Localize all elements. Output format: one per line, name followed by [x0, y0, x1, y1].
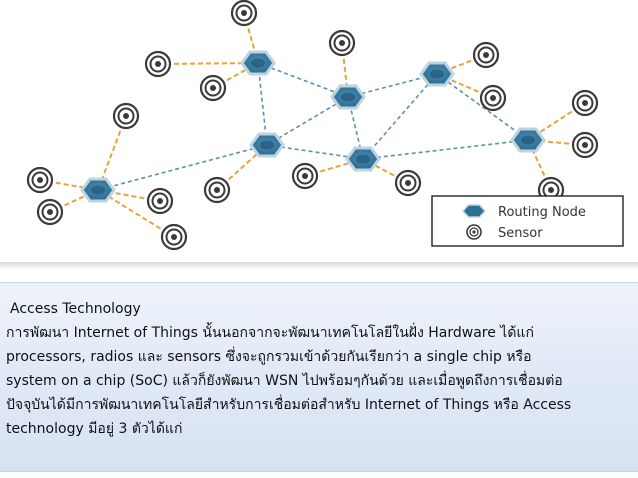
routing-link-d-g — [97, 144, 268, 191]
section-divider — [0, 262, 638, 268]
sensor-icon — [230, 0, 258, 27]
sensor-icon — [571, 131, 599, 159]
routing-link-e-f — [362, 139, 529, 160]
legend-box — [431, 195, 624, 247]
section-title: Access Technology — [10, 301, 141, 317]
routing-link-c-f — [436, 73, 529, 141]
text-panel: Access Technology การพัฒนา Internet of T… — [0, 282, 638, 472]
sensor-icon — [472, 41, 500, 69]
sensor-icon — [160, 223, 188, 251]
routing-link-b-d — [266, 96, 349, 146]
routing-node-icon — [345, 146, 381, 172]
routing-node-icon — [419, 61, 455, 87]
legend-routing-node-icon — [461, 204, 487, 218]
routing-node-icon — [240, 50, 276, 76]
sensor-icon — [394, 169, 422, 197]
sensor-icon — [36, 198, 64, 226]
sensor-icon — [26, 166, 54, 194]
legend: Routing Node Sensor — [431, 195, 624, 247]
legend-sensor-icon — [466, 224, 482, 240]
routing-node-icon — [249, 132, 285, 158]
routing-link-a-b — [257, 62, 349, 98]
legend-routing-node-label: Routing Node — [498, 205, 586, 220]
sensor-icon — [146, 187, 174, 215]
sensor-link-s17 — [97, 189, 175, 238]
section-body: การพัฒนา Internet of Things นั้นนอกจากจะ… — [6, 325, 572, 437]
routing-link-c-e — [362, 73, 438, 160]
sensor-icon — [291, 162, 319, 190]
legend-sensor-label: Sensor — [498, 226, 543, 241]
sensor-icon — [328, 29, 356, 57]
sensor-icon — [144, 50, 172, 78]
sensor-icon — [199, 74, 227, 102]
network-nodes — [26, 0, 599, 251]
sensor-icon — [479, 84, 507, 112]
sensor-icon — [571, 89, 599, 117]
network-diagram: Routing Node Sensor — [26, 0, 624, 251]
routing-node-icon — [330, 84, 366, 110]
routing-node-icon — [80, 177, 116, 203]
sensor-icon — [203, 176, 231, 204]
sensor-icon — [112, 102, 140, 130]
routing-node-icon — [510, 127, 546, 153]
